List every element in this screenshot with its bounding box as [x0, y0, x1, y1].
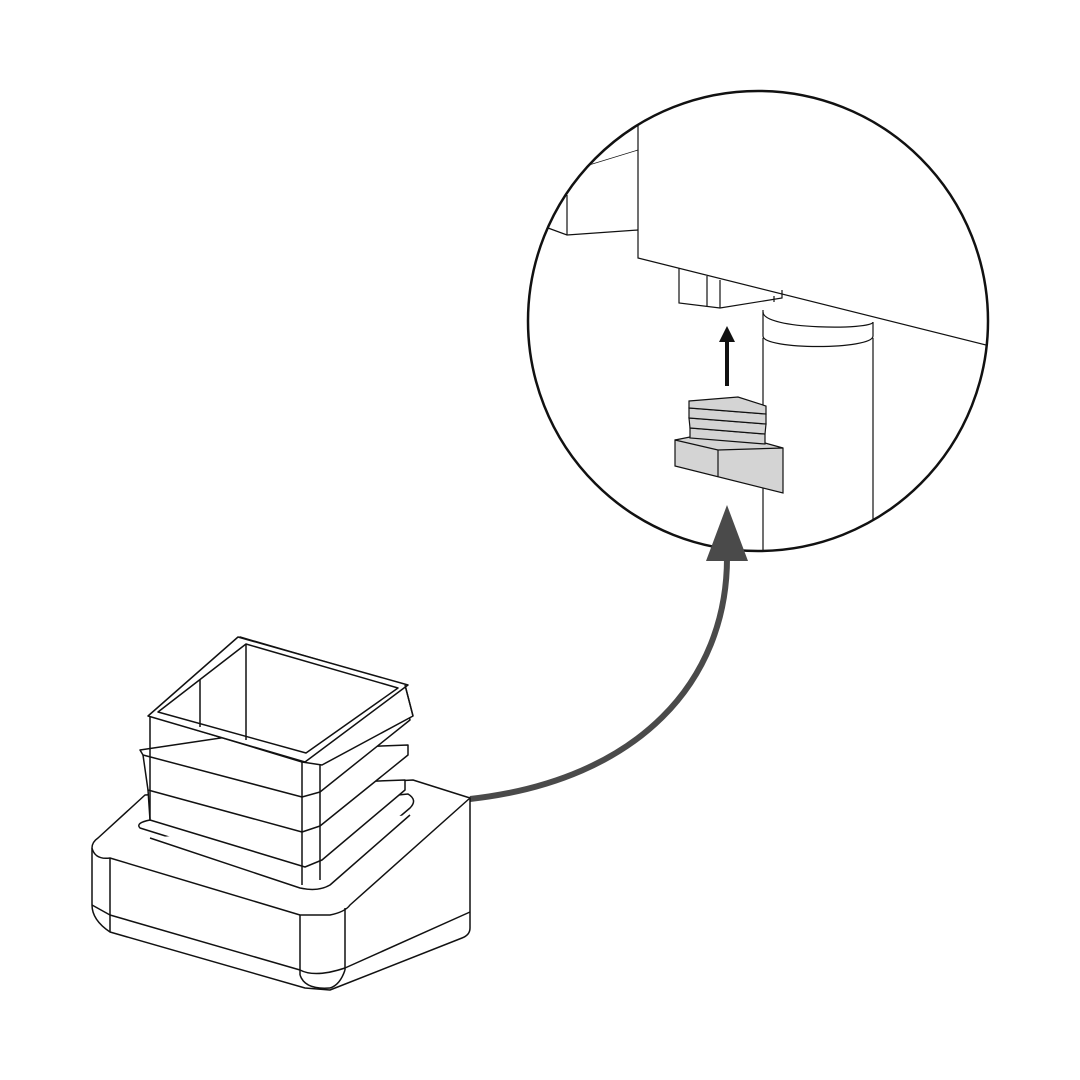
- callout-arrow: [469, 505, 748, 802]
- main-plug: [91, 636, 471, 991]
- detail-inset: [539, 100, 988, 551]
- detail-circle: [526, 89, 990, 553]
- plug-top: [147, 636, 414, 885]
- table-leg: [762, 310, 874, 551]
- up-arrow: [719, 326, 735, 386]
- small-plug: [674, 396, 784, 494]
- leg-bracket: [678, 268, 783, 309]
- table-frame: [539, 100, 988, 347]
